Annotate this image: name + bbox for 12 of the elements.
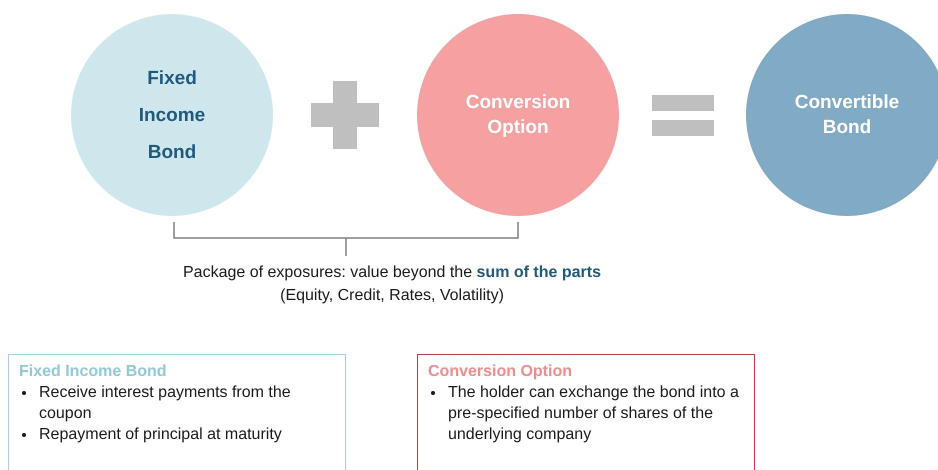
circle-label: Fixed Income Bond (138, 66, 206, 164)
card-heading: Fixed Income Bond (19, 362, 168, 382)
bullet-text: The holder can exchange the bond into a pre-specified number of shares of the underlying company (448, 384, 739, 443)
info-card (417, 354, 755, 470)
bullet-text: Receive interest payments from the coupon (39, 384, 291, 422)
caption-text: Package of exposures: value beyond the sum of the parts (182, 264, 602, 282)
bullet-text: Repayment of principal at maturity (39, 426, 282, 443)
info-card (8, 354, 346, 470)
circle-label: Convertible Bond (794, 91, 900, 140)
card-heading: Conversion Option (428, 362, 573, 382)
caption-subtext: (Equity, Credit, Rates, Volatility) (279, 287, 505, 305)
circle-label: Conversion Option (464, 91, 572, 140)
